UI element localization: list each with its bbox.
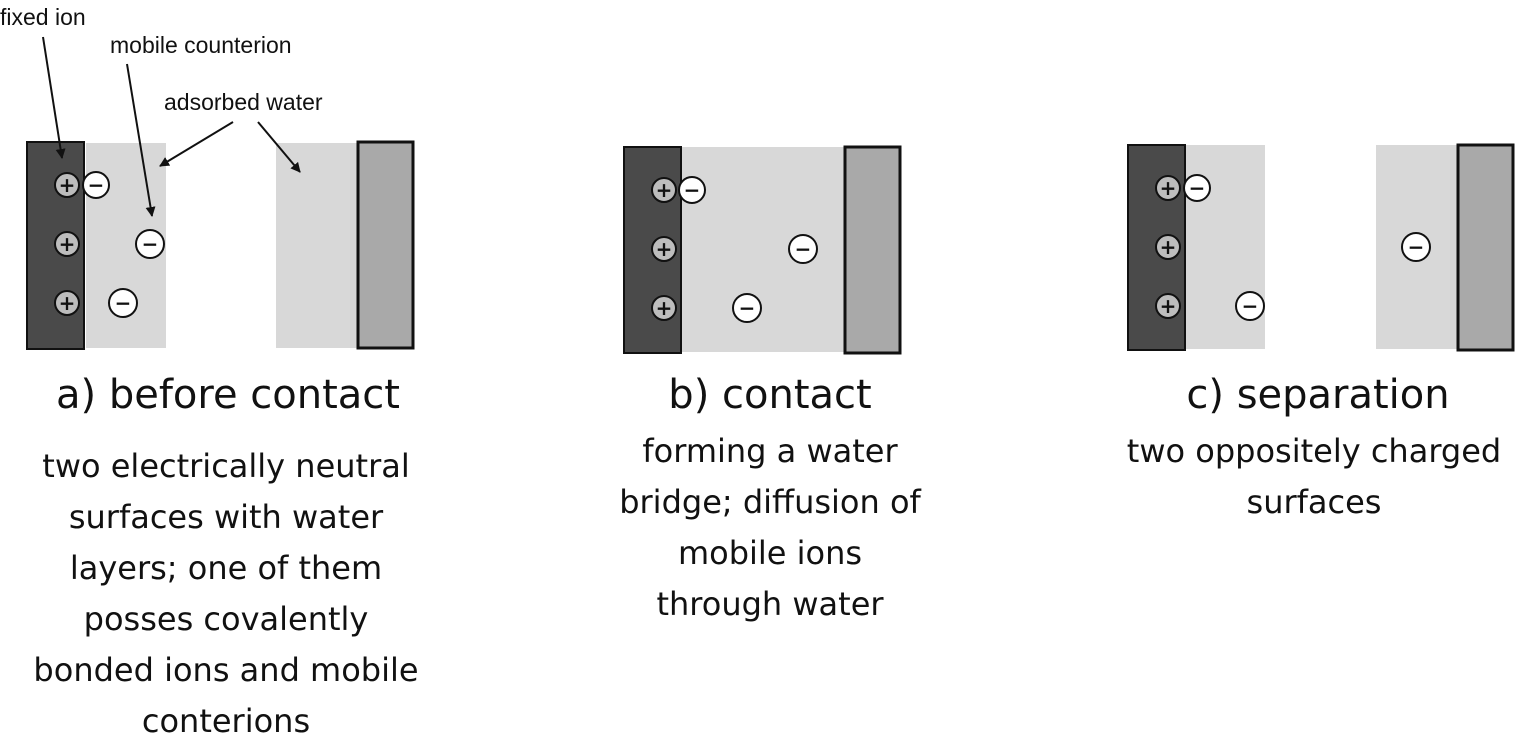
panel-c-fixed-ion: + (1155, 234, 1181, 260)
svg-text:−: − (739, 296, 756, 320)
label-fixed-ion: fixed ion (0, 4, 86, 30)
arrow-fixed-ion (42, 36, 66, 159)
panel-b-mobile-counterion: − (732, 293, 762, 323)
panel-b-fixed-ion: + (651, 236, 677, 262)
panel-b-description: forming a water bridge; diffusion of mob… (619, 432, 921, 623)
svg-text:+: + (1160, 235, 1177, 259)
panel-a-title: a) before contact (56, 372, 400, 418)
panel-c-title: c) separation (1186, 372, 1450, 418)
panel-c-transferred-counterion: − (1401, 232, 1431, 262)
panel-b-mobile-counterion: − (788, 234, 818, 264)
svg-text:−: − (1242, 294, 1259, 318)
panel-c-description: two oppositely charged surfaces (1126, 432, 1502, 521)
svg-text:−: − (684, 178, 701, 202)
svg-text:+: + (59, 232, 76, 256)
svg-text:−: − (88, 173, 105, 197)
panel-a-opposite-surface (356, 140, 415, 350)
panel-a-description: two electrically neutral surfaces with w… (33, 447, 419, 740)
svg-text:+: + (656, 178, 673, 202)
panel-c-opposite-surface (1456, 143, 1515, 352)
label-mobile-counterion: mobile counterion (110, 32, 292, 58)
panel-a-fixed-ion: + (54, 290, 80, 316)
panel-b-fixed-ion: + (651, 177, 677, 203)
panel-b-mobile-counterion: − (678, 176, 706, 204)
svg-text:−: − (1408, 235, 1425, 259)
panel-a-mobile-counterion: − (82, 171, 110, 199)
panel-b-fixed-ion: + (651, 295, 677, 321)
svg-text:−: − (115, 291, 132, 315)
panel-c-illustration: + + + − − − (1127, 143, 1515, 352)
panel-b-water-bridge (682, 147, 845, 352)
panel-b-title: b) contact (668, 372, 872, 418)
panel-c-mobile-counterion: − (1235, 291, 1265, 321)
svg-text:+: + (1160, 176, 1177, 200)
panel-a-mobile-counterion: − (135, 229, 165, 259)
panel-a-fixed-ion: + (54, 172, 80, 198)
label-adsorbed-water: adsorbed water (164, 89, 323, 115)
panel-c-mobile-counterion: − (1183, 174, 1211, 202)
arrow-mobile-counterion (126, 63, 156, 217)
svg-text:+: + (656, 237, 673, 261)
svg-text:+: + (59, 173, 76, 197)
panel-a-illustration: + + + − − − fixed ion mobile counterion … (0, 4, 415, 350)
panel-c-fixed-ion: + (1155, 293, 1181, 319)
svg-text:+: + (1160, 294, 1177, 318)
svg-text:−: − (142, 232, 159, 256)
panel-c-fixed-ion: + (1155, 175, 1181, 201)
panel-a-water-layer-right (276, 143, 358, 348)
svg-text:−: − (795, 237, 812, 261)
panel-a-fixed-ion: + (54, 231, 80, 257)
arrow-adsorbed-water-right (257, 121, 301, 173)
arrow-adsorbed-water-left (159, 121, 234, 167)
svg-text:−: − (1189, 176, 1206, 200)
panel-b-opposite-surface (843, 145, 902, 355)
svg-text:+: + (656, 296, 673, 320)
svg-text:+: + (59, 291, 76, 315)
panel-a-mobile-counterion: − (108, 288, 138, 318)
panel-b-illustration: + + + − − − (623, 145, 902, 355)
